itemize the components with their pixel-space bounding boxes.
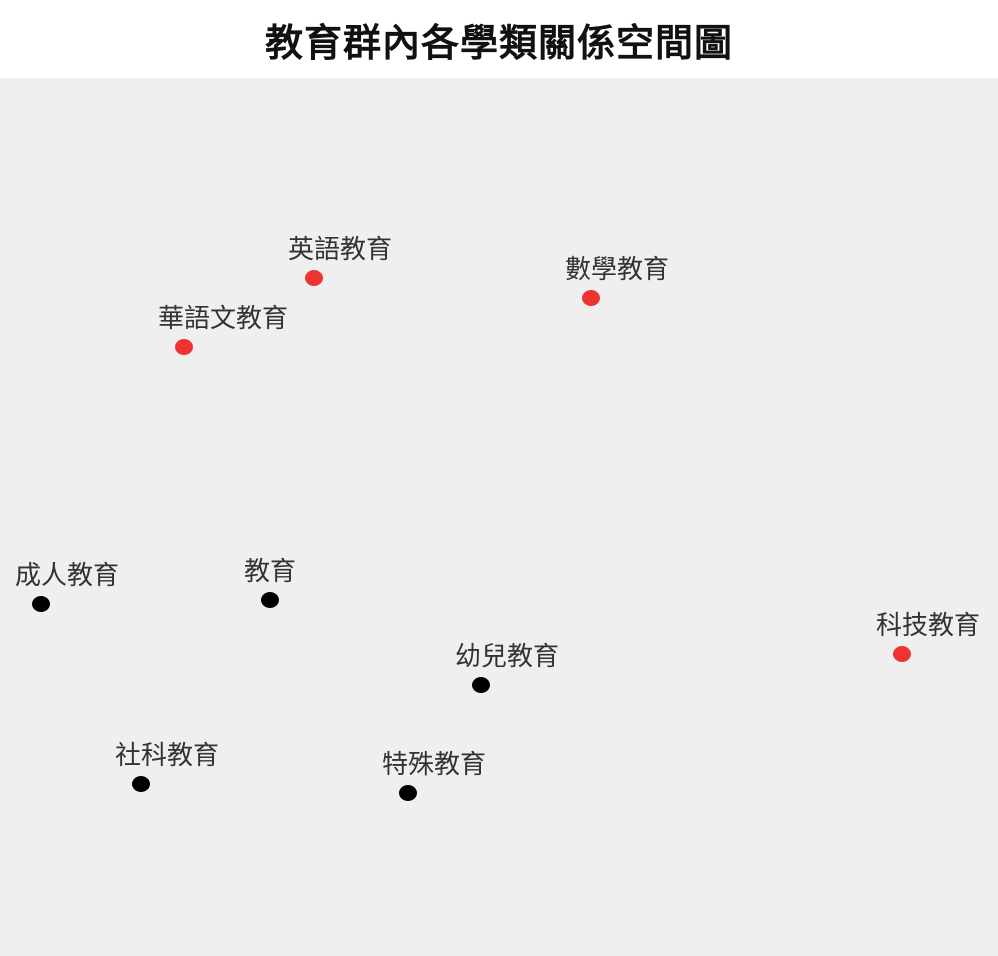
point-label: 成人教育 xyxy=(15,561,119,591)
point-label: 特殊教育 xyxy=(382,750,486,780)
data-point xyxy=(305,270,323,286)
point-label: 數學教育 xyxy=(565,255,669,285)
data-point xyxy=(399,785,417,801)
data-point xyxy=(261,592,279,608)
data-point xyxy=(132,776,150,792)
point-label: 英語教育 xyxy=(288,235,392,265)
point-label: 社科教育 xyxy=(115,741,219,771)
point-label: 幼兒教育 xyxy=(455,642,559,672)
plot-background xyxy=(0,78,998,956)
point-label: 教育 xyxy=(244,557,296,587)
point-label: 科技教育 xyxy=(876,611,980,641)
data-point xyxy=(582,290,600,306)
data-point xyxy=(32,596,50,612)
data-point xyxy=(893,646,911,662)
point-label: 華語文教育 xyxy=(158,304,288,334)
chart-title: 教育群內各學類關係空間圖 xyxy=(264,20,733,65)
data-point xyxy=(472,677,490,693)
data-point xyxy=(175,339,193,355)
